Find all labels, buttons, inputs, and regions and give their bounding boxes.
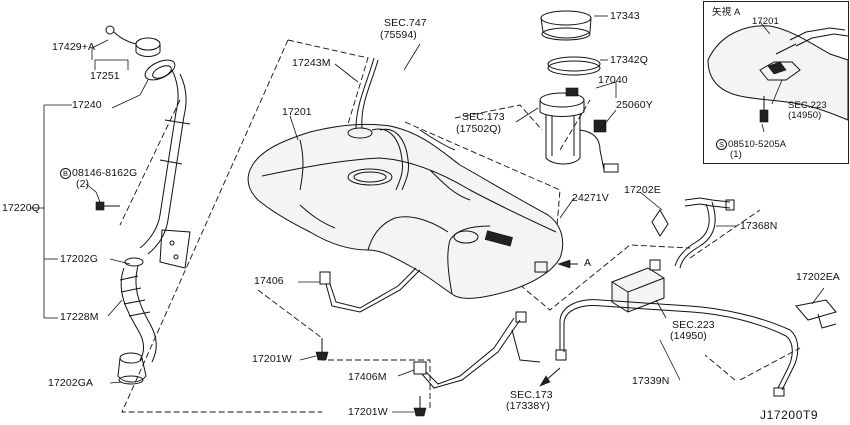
- inset-label-sec223: SEC.223: [788, 100, 827, 111]
- vapor-hose: [651, 197, 735, 269]
- leader-lines: [30, 15, 825, 413]
- filler-neck: [139, 59, 191, 269]
- tank-strap-17406M: [413, 311, 541, 389]
- label-17339N: 17339N: [632, 375, 670, 387]
- label-17040: 17040: [598, 74, 628, 86]
- label-17251: 17251: [90, 70, 120, 82]
- label-bolt-qty: (2): [76, 178, 90, 190]
- label-17201-tank: 17201: [282, 106, 312, 118]
- inset-view-label: 矢視 A: [712, 7, 741, 18]
- bolt-symbol-icon: B: [60, 168, 71, 179]
- label-sec173-pump-ref: (17502Q): [456, 123, 502, 135]
- label-17202GA: 17202GA: [48, 377, 94, 389]
- label-17201W-upper: 17201W: [252, 353, 292, 365]
- label-sec747: SEC.747: [384, 17, 427, 29]
- label-17240: 17240: [72, 99, 102, 111]
- fuel-tank: [247, 123, 564, 299]
- inset-view-a: [703, 1, 849, 164]
- label-17228M: 17228M: [60, 311, 99, 323]
- hose-clip-17202EA: [795, 299, 837, 329]
- inset-label-sec223-ref: (14950): [788, 110, 822, 121]
- label-sec173-pump: SEC.173: [462, 111, 505, 123]
- pump-seal: [547, 56, 601, 76]
- brake-line: [555, 299, 799, 397]
- label-24271V: 24271V: [572, 192, 609, 204]
- label-sec173-line-ref: (17338Y): [506, 400, 550, 412]
- label-17429A: 17429+A: [52, 41, 96, 53]
- screw-part-number: 08510-5205A: [728, 139, 787, 150]
- sec173-arrow: [539, 367, 561, 387]
- label-sec173-line: SEC.173: [510, 389, 553, 401]
- inset-tank: [707, 25, 849, 123]
- pump-lock-ring: [540, 10, 592, 41]
- filler-hose: [117, 257, 157, 385]
- label-17406: 17406: [254, 275, 284, 287]
- inset-label-17201: 17201: [752, 16, 779, 27]
- fuel-pump: [539, 87, 619, 173]
- label-17202E: 17202E: [624, 184, 661, 196]
- label-17201W-lower: 17201W: [348, 406, 388, 418]
- label-17202EA: 17202EA: [796, 271, 840, 283]
- label-17343: 17343: [610, 10, 640, 22]
- label-sec747-ref: (75594): [380, 29, 417, 41]
- label-25060Y: 25060Y: [616, 99, 653, 111]
- label-view-a: A: [584, 257, 592, 269]
- bolt-part-number: 08146-8162G: [72, 167, 138, 179]
- label-sec223: SEC.223: [672, 319, 715, 331]
- bolt: [95, 201, 120, 211]
- label-17202G: 17202G: [60, 253, 98, 265]
- label-17342Q: 17342Q: [610, 54, 648, 66]
- vent-tube: [355, 57, 409, 191]
- label-17406M: 17406M: [348, 371, 387, 383]
- strap-bolts: [315, 338, 427, 417]
- label-17220Q: 17220Q: [2, 202, 40, 214]
- label-sec223-ref: (14950): [670, 330, 707, 342]
- fuel-cap: [105, 25, 161, 57]
- tank-strap-17406: [319, 267, 421, 313]
- diagram-code: J17200T9: [760, 408, 819, 422]
- inset-label-screw-qty: (1): [730, 149, 742, 160]
- evap-canister: [611, 259, 665, 313]
- screw-symbol-icon: S: [716, 139, 727, 150]
- label-17368N: 17368N: [740, 220, 778, 232]
- view-arrow-a: [557, 259, 578, 269]
- label-17243M: 17243M: [292, 57, 331, 69]
